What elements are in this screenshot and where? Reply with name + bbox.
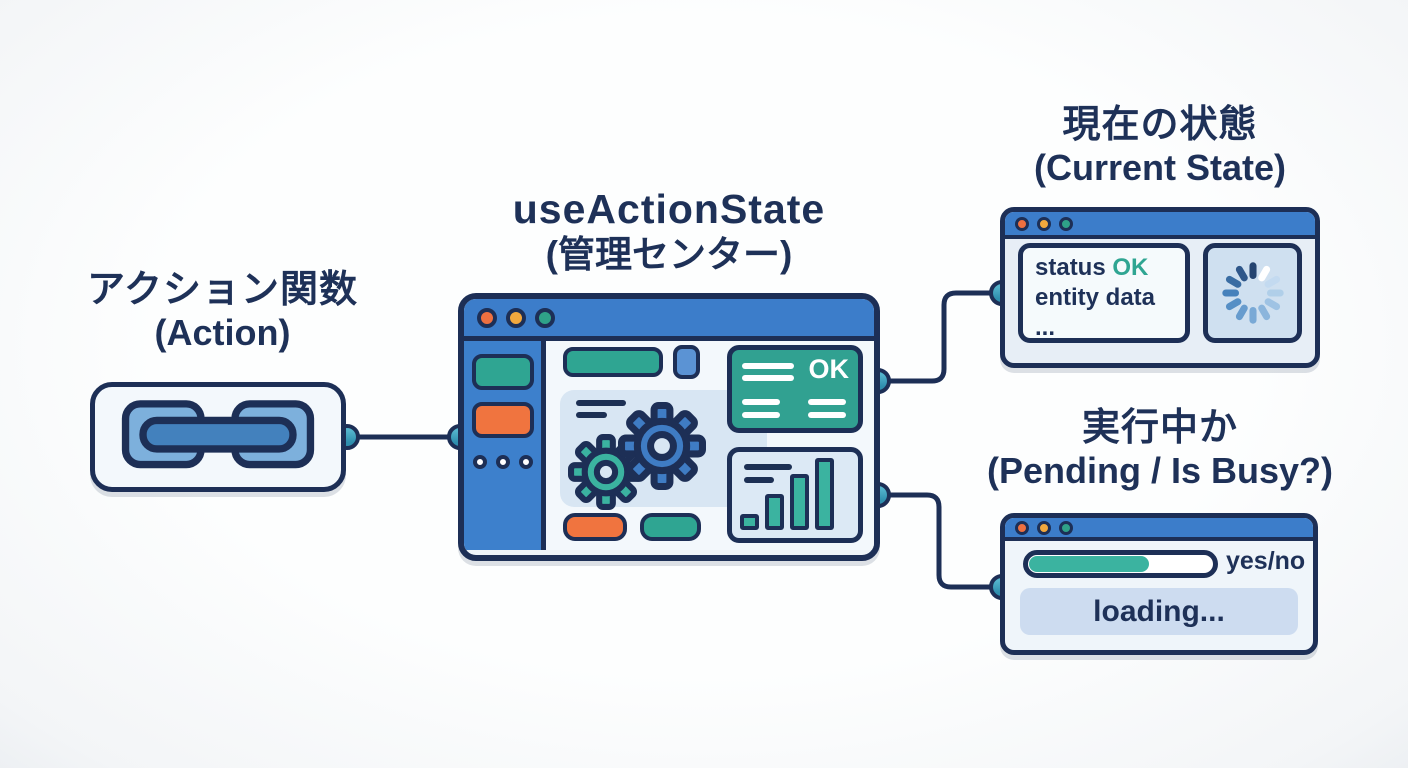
gear-teal-icon: [568, 434, 644, 510]
line-hub-to-current-state: [875, 290, 1003, 384]
chart-bar: [790, 474, 809, 530]
pending-title-en: (Pending / Is Busy?): [986, 450, 1334, 492]
sidebar-dots: [464, 455, 541, 469]
action-title: アクション関数 (Action): [40, 268, 405, 354]
hub-title-block: useActionState (管理センター): [458, 186, 880, 276]
pending-title-ja: 実行中か: [1081, 407, 1238, 449]
hub-sidebar: [464, 341, 546, 550]
text-line: [744, 477, 774, 483]
hub-title: useActionState: [512, 186, 826, 232]
window-dot-teal-icon: [1059, 520, 1073, 535]
current-state-title-en: (Current State): [1033, 147, 1287, 189]
chart-bar: [765, 494, 784, 530]
line-hub-to-pending: [875, 492, 1003, 590]
text-line: [742, 375, 794, 381]
loading-label: loading...: [1093, 594, 1225, 628]
window-dot-amber-icon: [506, 307, 526, 328]
footer-pill-teal: [640, 513, 701, 541]
footer-pill-orange: [563, 513, 627, 541]
ok-label: OK: [808, 354, 850, 384]
loading-spinner-icon: [1221, 262, 1284, 324]
status-label: status: [1035, 254, 1106, 281]
toolbar-square-blue: [673, 345, 700, 379]
text-line: [742, 399, 780, 405]
pending-window: yes/no loading...: [1000, 513, 1318, 655]
entity-data-line: entity data: [1035, 284, 1156, 311]
window-dot-amber-icon: [1037, 216, 1051, 231]
state-data-panel: status OK entity data ...: [1018, 243, 1190, 343]
window-dot-orange-icon: [1015, 216, 1029, 231]
current-state-title-ja: 現在の状態: [1062, 104, 1258, 146]
sidebar-dot: [495, 455, 510, 469]
text-line: [742, 363, 794, 369]
text-line: [576, 412, 607, 418]
chart-bar: [740, 514, 759, 530]
hub-window: OK: [458, 293, 880, 561]
chart-bar: [815, 458, 834, 530]
progress-bar-fill: [1029, 556, 1150, 572]
gear-blue-icon: [618, 402, 706, 490]
current-state-titlebar: [1005, 212, 1315, 239]
action-title-en: (Action): [154, 312, 291, 354]
window-dot-orange-icon: [1015, 520, 1029, 535]
text-line: [808, 399, 846, 405]
progress-bar: [1023, 550, 1218, 578]
chain-link-icon: [121, 400, 315, 469]
toolbar-pill-teal: [563, 347, 663, 377]
pending-titlebar: [1005, 518, 1313, 541]
current-state-window: status OK entity data ...: [1000, 207, 1320, 368]
hub-main-area: OK: [546, 341, 874, 550]
text-line: [742, 412, 780, 418]
sidebar-button-orange: [471, 402, 534, 438]
spinner-panel: [1203, 243, 1302, 343]
text-line: [808, 412, 846, 418]
ellipsis-line: ...: [1035, 314, 1056, 341]
current-state-title: 現在の状態 (Current State): [970, 103, 1350, 189]
hub-subtitle-ja: (管理センター): [545, 233, 793, 275]
loading-box: loading...: [1020, 588, 1298, 635]
status-value: OK: [1112, 254, 1149, 281]
mini-bar-chart-panel: [727, 447, 863, 543]
yes-no-label: yes/no: [1226, 547, 1306, 575]
window-dot-orange-icon: [477, 307, 497, 328]
action-title-ja: アクション関数: [86, 269, 359, 311]
window-dot-teal-icon: [1059, 216, 1073, 231]
window-dot-amber-icon: [1037, 520, 1051, 535]
pending-title: 実行中か (Pending / Is Busy?): [950, 406, 1370, 492]
result-ok-panel: OK: [727, 345, 863, 433]
sidebar-button-teal: [471, 354, 534, 390]
action-box: [90, 382, 346, 492]
window-dot-teal-icon: [535, 307, 555, 328]
text-line: [576, 400, 626, 406]
text-line: [744, 464, 792, 470]
sidebar-dot: [472, 455, 487, 469]
hub-window-titlebar: [464, 299, 874, 341]
sidebar-dot: [518, 455, 533, 469]
